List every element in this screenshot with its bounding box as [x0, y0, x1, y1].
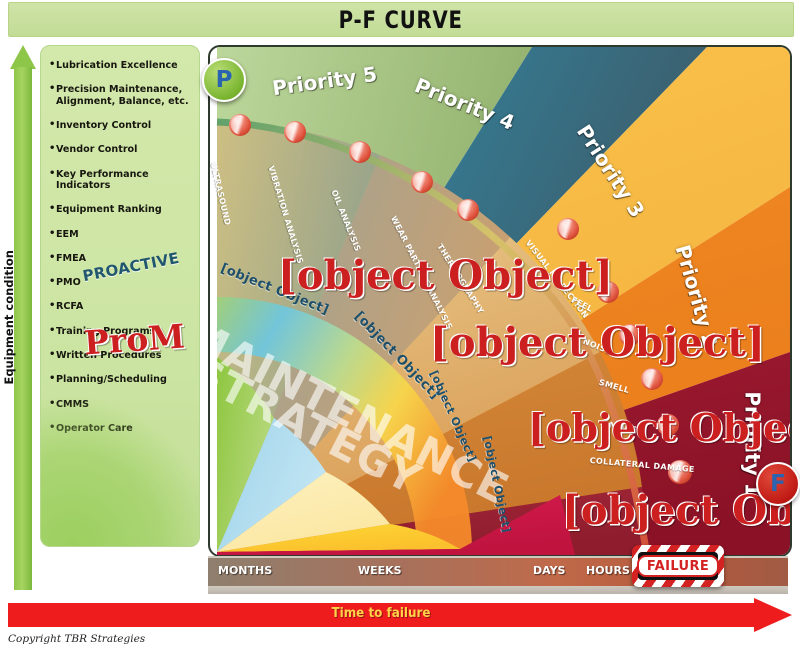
y-axis-arrow — [10, 45, 36, 590]
p-point-badge: P — [202, 58, 246, 102]
y-axis-shaft — [14, 67, 32, 590]
time-tick-weeks: WEEKS — [358, 564, 402, 577]
proactive-list-panel: Lubrication Excellence Precision Mainten… — [40, 45, 200, 547]
pf-curve-line — [216, 118, 651, 555]
strategy-arc-band — [217, 297, 472, 552]
page-title: P-F CURVE — [338, 5, 464, 34]
list-item: Equipment Ranking — [49, 203, 193, 215]
prom-label: ProM — [82, 316, 186, 363]
arrow-up-icon — [10, 45, 36, 69]
list-item: Planning/Scheduling — [49, 373, 193, 385]
list-item: Inventory Control — [49, 119, 193, 131]
fan-sectors-svg — [216, 47, 790, 555]
f-point-badge: F — [756, 462, 800, 506]
list-item: Precision Maintenance, Alignment, Balanc… — [49, 83, 193, 107]
pf-curve-diagram: MAINTENANCE STRATEGY Priority 5 Priority… — [208, 45, 792, 557]
list-item: CMMS — [49, 398, 193, 410]
list-item: Operator Care — [49, 422, 193, 434]
list-item: Key Performance Indicators — [49, 168, 193, 192]
list-item: Lubrication Excellence — [49, 59, 193, 71]
time-tick-days: DAYS — [533, 564, 566, 577]
list-item: PMO — [49, 276, 193, 288]
y-axis-label: Equipment condition — [2, 250, 16, 385]
failure-tag: FAILURE — [632, 545, 724, 587]
failure-pill: FAILURE — [636, 555, 720, 577]
time-to-failure-label: Time to failure — [331, 606, 431, 621]
time-tick-months: MONTHS — [218, 564, 273, 577]
list-item: EEM — [49, 227, 193, 240]
time-to-failure-bar — [8, 603, 754, 627]
time-to-failure-arrow: Time to failure — [8, 598, 792, 632]
failure-label: FAILURE — [646, 559, 710, 574]
copyright-text: Copyright TBR Strategies — [8, 633, 146, 645]
list-item: FMEA — [49, 252, 193, 264]
list-item: RCFA — [49, 300, 193, 312]
list-item: Vendor Control — [49, 143, 193, 155]
arrow-right-icon — [754, 598, 792, 632]
time-tick-hours: HOURS — [586, 564, 630, 577]
ground-strip — [208, 586, 788, 594]
failure-tag-inner: FAILURE — [636, 552, 720, 580]
inner-wedges — [217, 357, 575, 555]
detection-beads — [229, 114, 692, 484]
proactive-list: Lubrication Excellence Precision Mainten… — [41, 46, 199, 434]
page-title-banner: P-F CURVE — [8, 2, 794, 37]
